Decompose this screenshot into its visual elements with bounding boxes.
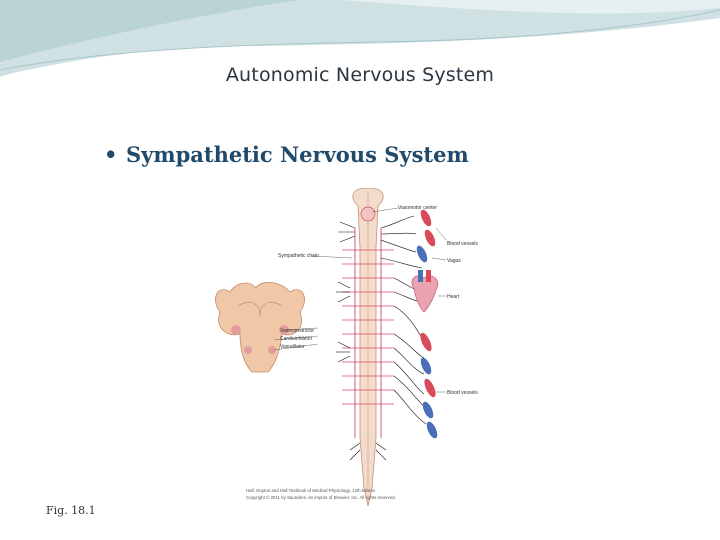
label-blood-vessels-top: Blood vessels bbox=[447, 241, 478, 247]
blood-vessels-bottom bbox=[420, 332, 438, 439]
label-vasomotor-center: Vasomotor center bbox=[398, 205, 437, 211]
label-heart: Heart bbox=[447, 294, 460, 300]
label-vagus: Vagus bbox=[447, 258, 461, 264]
header-swoosh-decoration bbox=[0, 0, 720, 80]
figure-copyright-line-1: Hall: Guyton and Hall Textbook of Medica… bbox=[246, 488, 376, 493]
sympathetic-chain-ganglia bbox=[342, 249, 394, 405]
label-vasodilator: Vasodilator bbox=[280, 344, 305, 350]
bullet-dot-icon: • bbox=[104, 142, 118, 167]
bullet-item: • Sympathetic Nervous System bbox=[104, 142, 469, 167]
label-cardioinhibitor: Cardioinhibitor bbox=[280, 336, 313, 342]
sympathetic-nervous-system-diagram: Vasomotor center Blood vessels Vagus Hea… bbox=[200, 188, 485, 510]
figure-caption: Fig. 18.1 bbox=[46, 504, 96, 517]
left-nerve-branches bbox=[336, 221, 387, 461]
label-sympathetic-chain: Sympathetic chain bbox=[278, 253, 319, 259]
slide-title: Autonomic Nervous System bbox=[225, 64, 495, 86]
brainstem-cross-section bbox=[215, 282, 319, 373]
label-vasoconstrictor: Vasoconstrictor bbox=[280, 328, 314, 334]
blood-vessels-top bbox=[416, 209, 436, 263]
bullet-text: Sympathetic Nervous System bbox=[126, 142, 469, 167]
heart-illustration bbox=[411, 270, 439, 313]
label-leader-lines bbox=[311, 207, 447, 393]
figure-copyright-line-2: Copyright © 2011 by Saunders, an imprint… bbox=[246, 495, 396, 500]
spinal-cord bbox=[352, 188, 384, 507]
label-blood-vessels-bottom: Blood vessels bbox=[447, 390, 478, 396]
